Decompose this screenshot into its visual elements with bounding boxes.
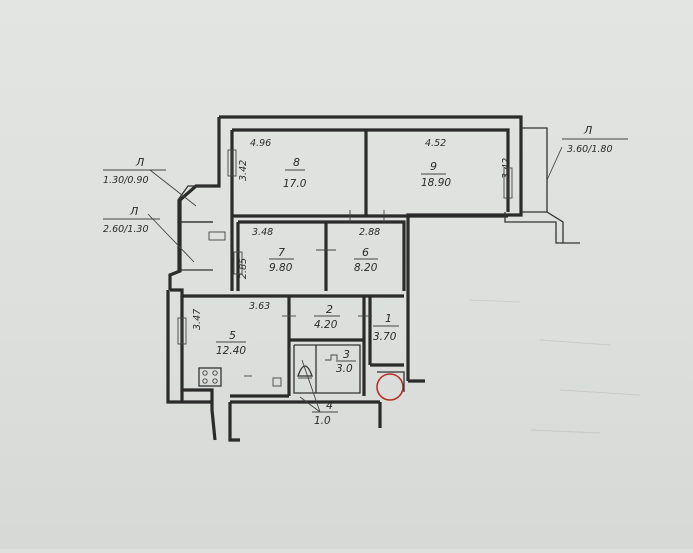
room-4-number: 4 [326, 399, 333, 412]
stove-icon [198, 367, 222, 387]
balcony-3-label: Л [583, 124, 592, 137]
balcony-2-label: Л [129, 205, 138, 218]
paper-bleed-marks [469, 299, 641, 434]
balcony-1-label: Л [135, 156, 144, 169]
door-marks [244, 210, 385, 387]
room-9-dim: 4.52 [425, 138, 446, 149]
room-2-area: 4.20 [314, 319, 338, 331]
room-8-area: 17.0 [283, 178, 307, 190]
room-7-area: 9.80 [269, 262, 293, 274]
room-6-number: 6 [362, 246, 369, 259]
toilet-icon [297, 365, 313, 379]
room-8-side: 3.42 [238, 160, 249, 181]
room-5-side: 3.47 [192, 309, 203, 330]
balcony-3-dims: 3.60/1.80 [567, 144, 613, 155]
room-8-number: 8 [293, 156, 300, 169]
room-6: 2.88 6 8.20 [354, 227, 380, 274]
room-1: 1 3.70 [373, 312, 399, 343]
room-5-dim: 3.63 [249, 301, 270, 312]
room-6-area: 8.20 [354, 262, 378, 274]
room-8-dim: 4.96 [250, 138, 271, 149]
room-8: 4.96 8 17.0 3.42 [238, 138, 307, 190]
room-5: 3.63 5 12.40 3.47 [192, 301, 270, 357]
balcony-2: Л 2.60/1.30 [103, 205, 160, 235]
balcony-2-dims: 2.60/1.30 [103, 224, 149, 235]
room-4-area: 1.0 [314, 415, 331, 427]
room-7-dim: 3.48 [252, 227, 273, 238]
windows [177, 149, 513, 345]
room-3: 3 3.0 [336, 348, 356, 375]
room-1-number: 1 [385, 312, 392, 325]
room-6-dim: 2.88 [359, 227, 380, 238]
balcony-1-dims: 1.30/0.90 [103, 175, 149, 186]
room-9: 4.52 9 18.90 3.42 [421, 138, 512, 189]
balcony-1: Л 1.30/0.90 [103, 156, 166, 186]
room-2: 2 4.20 [314, 303, 340, 331]
room-7: 3.48 7 9.80 2.85 [238, 227, 294, 279]
room-4: 4 1.0 [312, 399, 338, 427]
balcony-outlines [177, 127, 580, 271]
room-5-number: 5 [229, 329, 236, 342]
room-2-number: 2 [326, 303, 333, 316]
room-7-number: 7 [278, 246, 285, 259]
room-7-side: 2.85 [238, 258, 249, 279]
room-3-number: 3 [343, 348, 350, 361]
leader-lines [147, 146, 563, 413]
room-9-area: 18.90 [421, 177, 451, 189]
balcony-3: Л 3.60/1.80 [562, 124, 628, 155]
room-9-side: 3.42 [501, 158, 512, 179]
room-5-area: 12.40 [216, 345, 246, 357]
room-9-number: 9 [430, 160, 437, 173]
stair-shaft-icon [376, 371, 405, 401]
room-1-area: 3.70 [373, 331, 397, 343]
walls [166, 115, 523, 442]
room-3-area: 3.0 [336, 363, 353, 375]
